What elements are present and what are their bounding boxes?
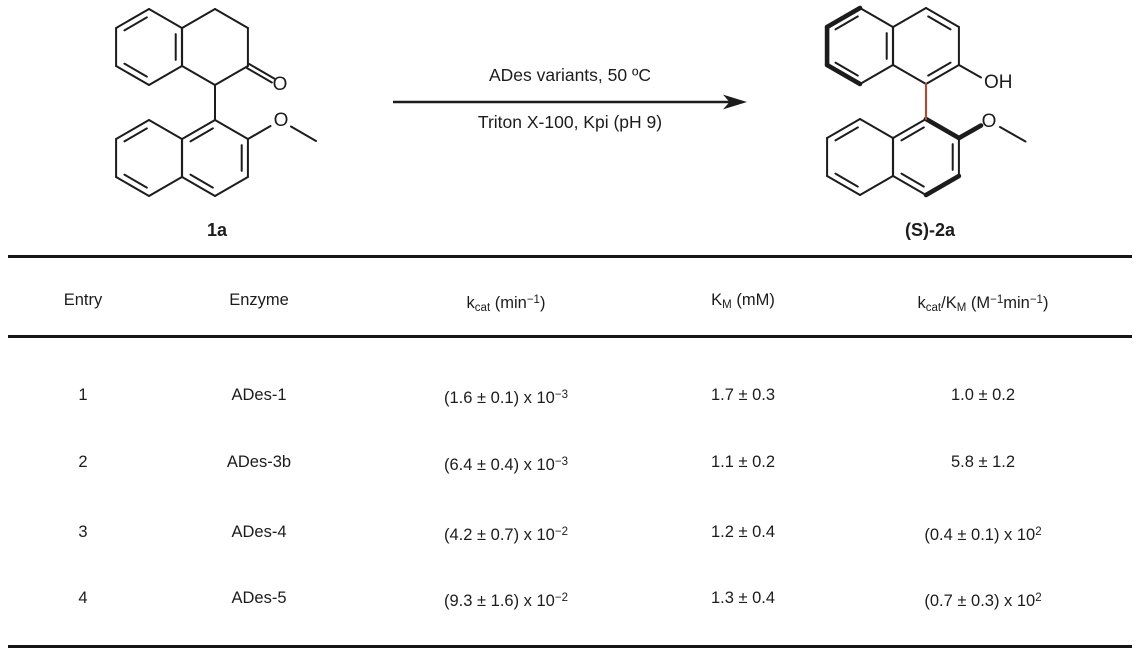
molecule-2a-skeleton <box>824 5 1027 198</box>
reaction-arrow <box>393 94 747 110</box>
header-km: KM (mM) <box>711 291 775 311</box>
cell-entry: 3 <box>78 523 88 541</box>
table-rule-header <box>8 335 1132 338</box>
cell-efficiency: 1.0 ± 0.2 <box>950 386 1016 404</box>
cell-enzyme: ADes-4 <box>231 523 287 541</box>
cell-enzyme: ADes-3b <box>226 453 292 471</box>
atom-label-methoxy-oxygen-1a: O <box>274 110 289 131</box>
cell-efficiency: (0.7 ± 0.3) x 102 <box>924 592 1042 610</box>
table-rule-bottom <box>8 645 1132 648</box>
conditions-line-2: Triton X-100, Kpi (pH 9) <box>477 112 663 132</box>
table-row: 2 ADes-3b (6.4 ± 0.4) x 10−3 1.1 ± 0.2 5… <box>0 450 1140 474</box>
atom-label-methoxy-oxygen-2a: O <box>982 111 997 132</box>
reaction-scheme: O O OH O ADes variants, 50 ºC Triton X-1… <box>0 0 1140 252</box>
cell-entry: 1 <box>78 386 88 404</box>
cell-km: 1.7 ± 0.3 <box>710 386 776 404</box>
cell-enzyme: ADes-1 <box>231 386 287 404</box>
header-kcat: kcat (min−1) <box>466 294 546 314</box>
reactant-label: 1a <box>206 220 228 240</box>
cell-entry: 4 <box>78 589 88 607</box>
cell-km: 1.2 ± 0.4 <box>710 523 776 541</box>
cell-kcat: (6.4 ± 0.4) x 10−3 <box>444 456 568 474</box>
table-header-row: Entry Enzyme kcat (min−1) KM (mM) kcat/K… <box>0 288 1140 314</box>
conditions-line-1: ADes variants, 50 ºC <box>488 65 651 85</box>
table-rule-top <box>8 255 1132 258</box>
cell-efficiency: 5.8 ± 1.2 <box>950 453 1016 471</box>
cell-entry: 2 <box>78 453 88 471</box>
header-enzyme: Enzyme <box>229 291 289 309</box>
table-row: 3 ADes-4 (4.2 ± 0.7) x 10−2 1.2 ± 0.4 (0… <box>0 520 1140 544</box>
cell-enzyme: ADes-5 <box>231 589 287 607</box>
product-label: (S)-2a <box>904 220 955 240</box>
cell-kcat: (4.2 ± 0.7) x 10−2 <box>444 526 568 544</box>
atom-label-ketone-oxygen: O <box>273 74 288 95</box>
cell-km: 1.1 ± 0.2 <box>710 453 776 471</box>
reaction-arrowhead-icon <box>723 94 747 110</box>
header-entry: Entry <box>63 291 103 309</box>
header-efficiency: kcat/KM (M−1min−1) <box>917 294 1049 314</box>
cell-km: 1.3 ± 0.4 <box>710 589 776 607</box>
cell-efficiency: (0.4 ± 0.1) x 102 <box>924 526 1042 544</box>
cell-kcat: (1.6 ± 0.1) x 10−3 <box>444 389 568 407</box>
kinetics-table: Entry Enzyme kcat (min−1) KM (mM) kcat/K… <box>0 252 1140 661</box>
table-row: 4 ADes-5 (9.3 ± 1.6) x 10−2 1.3 ± 0.4 (0… <box>0 586 1140 610</box>
scheme-canvas: O O OH O <box>115 5 1027 198</box>
molecule-1a-skeleton <box>115 8 317 197</box>
cell-kcat: (9.3 ± 1.6) x 10−2 <box>444 592 568 610</box>
table-row: 1 ADes-1 (1.6 ± 0.1) x 10−3 1.7 ± 0.3 1.… <box>0 383 1140 407</box>
atom-label-hydroxyl: OH <box>984 72 1013 93</box>
